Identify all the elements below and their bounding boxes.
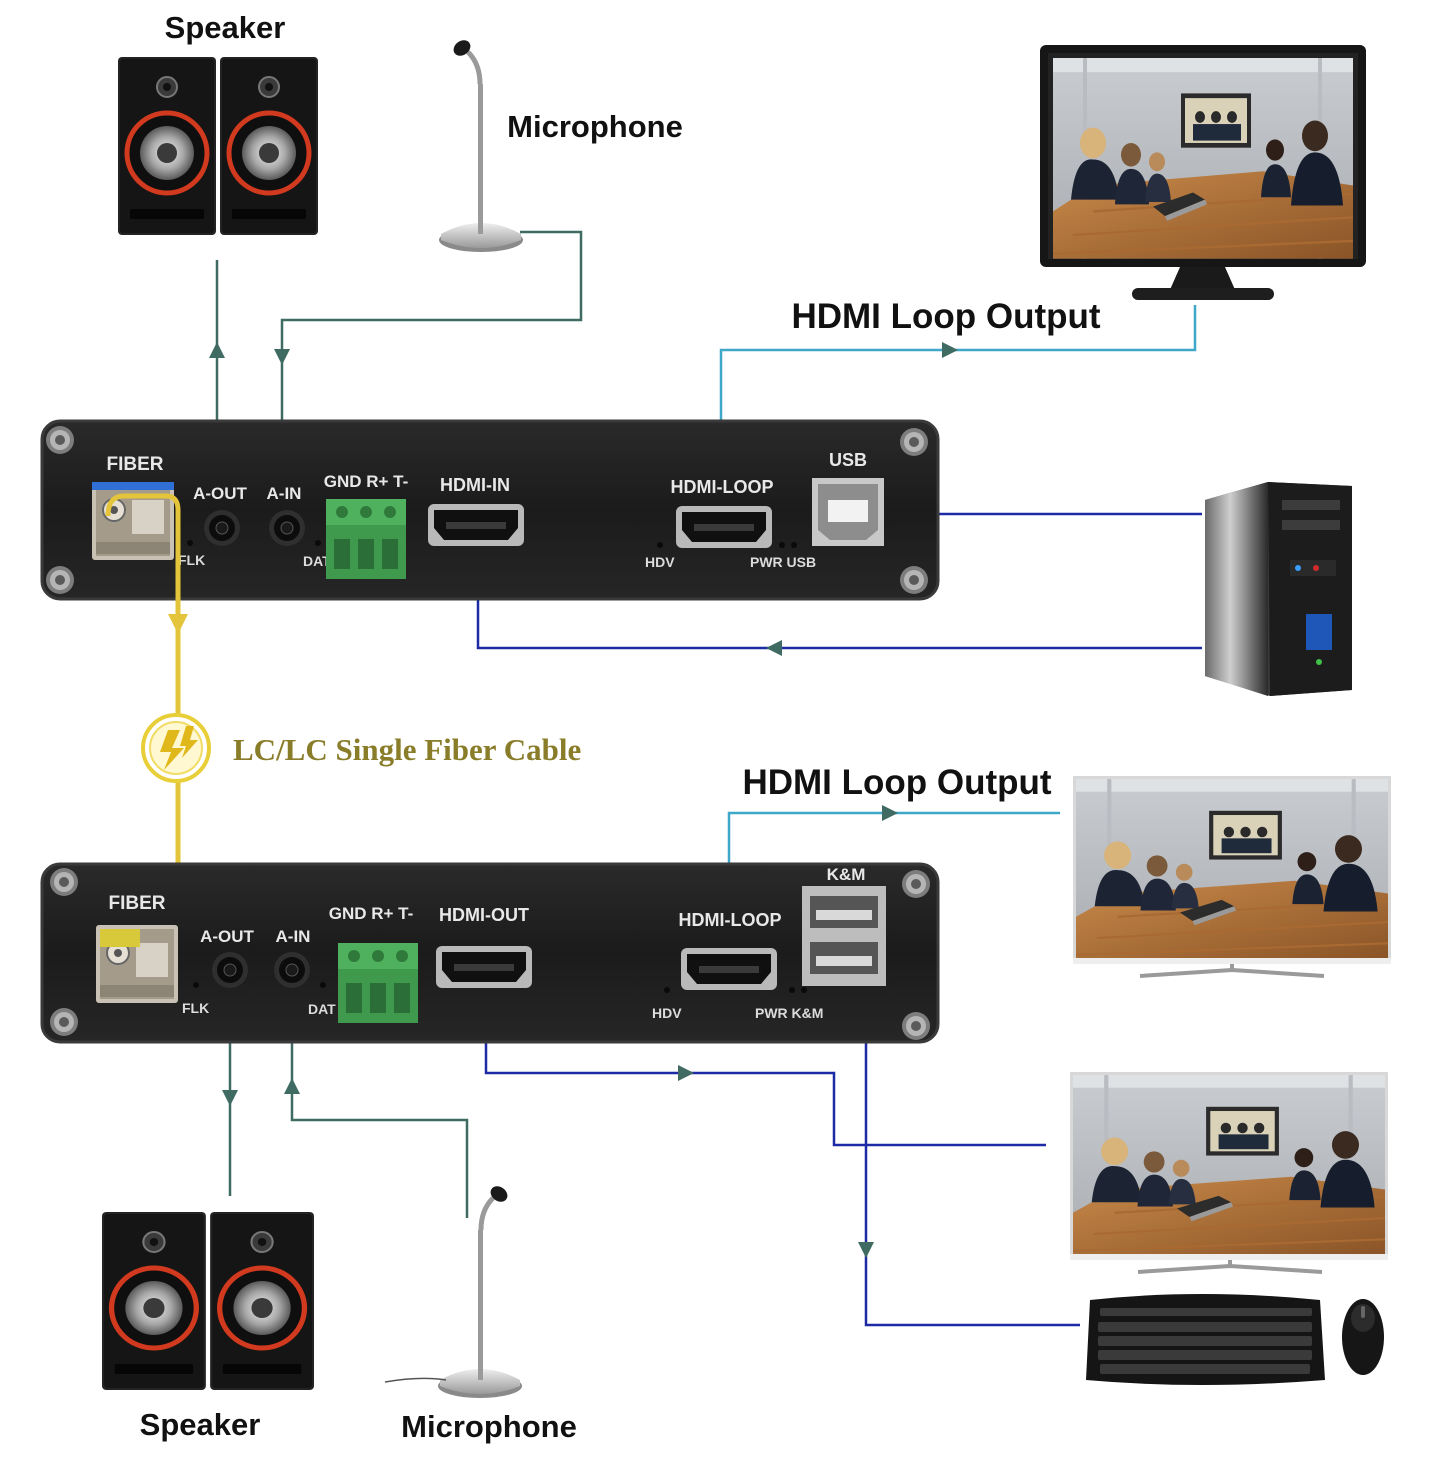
arrow-left-pc-hdmi [766, 640, 782, 656]
arrow-down-rx-aout [222, 1090, 238, 1106]
rx-km-label: K&M [827, 865, 866, 884]
rx-fiber-port[interactable] [95, 924, 179, 1004]
microphone-top: Microphone [439, 37, 683, 252]
fiber-lightning-icon [141, 713, 211, 783]
rx-terminal-label: GND R+ T- [329, 904, 414, 923]
screw-icon [900, 566, 928, 594]
rx-ain-jack[interactable] [273, 951, 311, 989]
rx-hdmi-out-label: HDMI-OUT [439, 905, 529, 925]
monitor-icon [1040, 45, 1366, 300]
tx-led-usb [791, 542, 797, 548]
tx-usb-port[interactable] [812, 478, 884, 546]
speaker-icon [102, 1212, 314, 1390]
transmitter-panel: FIBER FLK A-OUT A-IN DAT GND R+ T- HDMI-… [40, 419, 940, 601]
receiver-panel: FIBER FLK A-OUT A-IN DAT GND R+ T- HDMI-… [40, 862, 940, 1044]
tx-aout-jack[interactable] [203, 509, 241, 547]
microphone-bottom: Microphone [384, 1183, 577, 1444]
speaker-bottom-label: Speaker [140, 1407, 261, 1442]
tx-fiber-label: FIBER [107, 454, 164, 475]
rx-flk-label: FLK [182, 1000, 209, 1016]
tx-led-dat [315, 540, 321, 546]
screw-icon [46, 426, 74, 454]
arrow-right-rx-out [678, 1065, 694, 1081]
mouse-icon [1342, 1299, 1384, 1375]
tx-led-flk [187, 540, 193, 546]
screw-icon [50, 868, 78, 896]
microphone-top-label: Microphone [507, 109, 683, 144]
microphone-icon [439, 37, 523, 252]
screw-icon [902, 1012, 930, 1040]
rx-ain-label: A-IN [276, 927, 311, 946]
speaker-icon [118, 57, 318, 235]
tx-dat-label: DAT [303, 553, 331, 569]
line-rx-km-to-keyboard [864, 985, 1080, 1327]
tx-hdmi-in-label: HDMI-IN [440, 475, 510, 495]
tx-hdmi-in-port[interactable] [428, 504, 524, 546]
rx-led-flk [193, 982, 199, 988]
arrow-up-rx-ain [284, 1078, 300, 1094]
tx-hdmi-loop-label: HDMI-LOOP [671, 477, 774, 497]
tx-terminal-block[interactable] [326, 499, 406, 579]
connection-lines [209, 230, 1202, 1327]
microphone-icon [438, 1183, 522, 1398]
rx-led-dat [320, 982, 326, 988]
arrow-up-tx-aout [209, 342, 225, 358]
fiber-cable-label: LC/LC Single Fiber Cable [233, 732, 581, 767]
tx-pwr-usb-label: PWR USB [750, 554, 816, 570]
rx-led-hdv [664, 987, 670, 993]
rx-led-pwr [789, 987, 795, 993]
tx-flk-label: FLK [178, 552, 205, 568]
keyboard-icon [1086, 1294, 1325, 1385]
screw-icon [900, 428, 928, 456]
monitor-top: HDMI Loop Output [791, 45, 1366, 336]
line-mic-to-rx-ain [290, 985, 469, 1218]
rx-fiber-label: FIBER [109, 893, 166, 914]
tx-hdmi-loop-port[interactable] [676, 506, 772, 548]
rx-hdmi-loop-label: HDMI-LOOP [679, 910, 782, 930]
hdmi-loop-bottom-label: HDMI Loop Output [742, 763, 1051, 802]
monitor-loop-bottom: HDMI Loop Output [742, 763, 1391, 978]
screw-icon [50, 1008, 78, 1036]
tx-fiber-port[interactable] [91, 481, 175, 561]
arrow-down-rx-km [858, 1242, 874, 1258]
fiber-arrow-down-1 [168, 614, 188, 634]
rx-pwr-km-label: PWR K&M [755, 1005, 823, 1021]
rx-hdmi-out-port[interactable] [436, 946, 532, 988]
monitor-out-bottom [1070, 1072, 1388, 1274]
microphone-bottom-label: Microphone [401, 1409, 577, 1444]
keyboard-mouse [1086, 1294, 1384, 1385]
monitor-icon [1070, 1072, 1388, 1274]
rx-km-usb-ports[interactable] [802, 886, 886, 986]
tx-terminal-label: GND R+ T- [324, 472, 409, 491]
arrow-right-tx-loop [942, 342, 958, 358]
rx-led-km [801, 987, 807, 993]
rx-hdmi-loop-port[interactable] [681, 948, 777, 990]
tx-ain-label: A-IN [267, 484, 302, 503]
speaker-top: Speaker [118, 10, 318, 235]
monitor-icon [1073, 776, 1391, 978]
screw-icon [46, 566, 74, 594]
rx-hdv-label: HDV [652, 1005, 682, 1021]
tx-usb-label: USB [829, 450, 867, 470]
speaker-bottom: Speaker [102, 1212, 314, 1442]
tx-hdv-label: HDV [645, 554, 675, 570]
pc-tower [1205, 482, 1352, 696]
pc-tower-icon [1205, 482, 1352, 696]
rx-aout-jack[interactable] [211, 951, 249, 989]
rx-aout-label: A-OUT [200, 927, 254, 946]
hdmi-loop-top-label: HDMI Loop Output [791, 297, 1100, 336]
tx-ain-jack[interactable] [268, 509, 306, 547]
speaker-top-label: Speaker [165, 10, 286, 45]
tx-led-pwr [779, 542, 785, 548]
screw-icon [902, 870, 930, 898]
fiber-cable: LC/LC Single Fiber Cable [105, 493, 581, 995]
rx-dat-label: DAT [308, 1001, 336, 1017]
tx-led-hdv [657, 542, 663, 548]
rx-terminal-block[interactable] [338, 943, 418, 1023]
arrow-right-rx-loop [882, 805, 898, 821]
tx-aout-label: A-OUT [193, 484, 247, 503]
arrow-down-tx-ain [274, 349, 290, 365]
